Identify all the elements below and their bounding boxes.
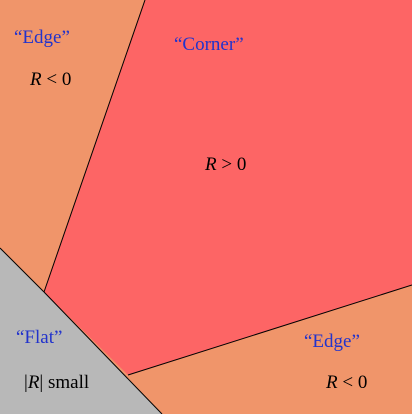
flat-boundary-upper xyxy=(0,247,45,293)
corner-condition: R > 0 xyxy=(205,155,246,174)
flat-boundary-diagonal xyxy=(43,291,163,414)
edge-corner-boundary-right xyxy=(127,284,412,376)
edge-top-left-condition: R < 0 xyxy=(30,70,71,89)
r-variable: R xyxy=(326,372,338,393)
condition-text: small xyxy=(43,372,90,393)
r-variable: R xyxy=(30,69,42,90)
corner-label: “Corner” xyxy=(174,34,244,55)
flat-label: “Flat” xyxy=(16,327,63,348)
condition-text: > 0 xyxy=(216,154,247,175)
abs-bar-left: | xyxy=(24,372,28,393)
edge-bottom-right-label: “Edge” xyxy=(304,331,360,352)
edge-bottom-right-condition: R < 0 xyxy=(326,373,367,392)
flat-condition: |R| small xyxy=(24,373,89,392)
r-variable: R xyxy=(27,372,40,393)
r-variable: R xyxy=(205,154,217,175)
edge-top-left-label: “Edge” xyxy=(14,27,70,48)
condition-text: < 0 xyxy=(337,372,368,393)
condition-text: < 0 xyxy=(41,69,72,90)
edge-corner-boundary-left xyxy=(43,0,146,293)
corner-region xyxy=(44,0,412,375)
abs-bar-right: | xyxy=(39,372,44,393)
